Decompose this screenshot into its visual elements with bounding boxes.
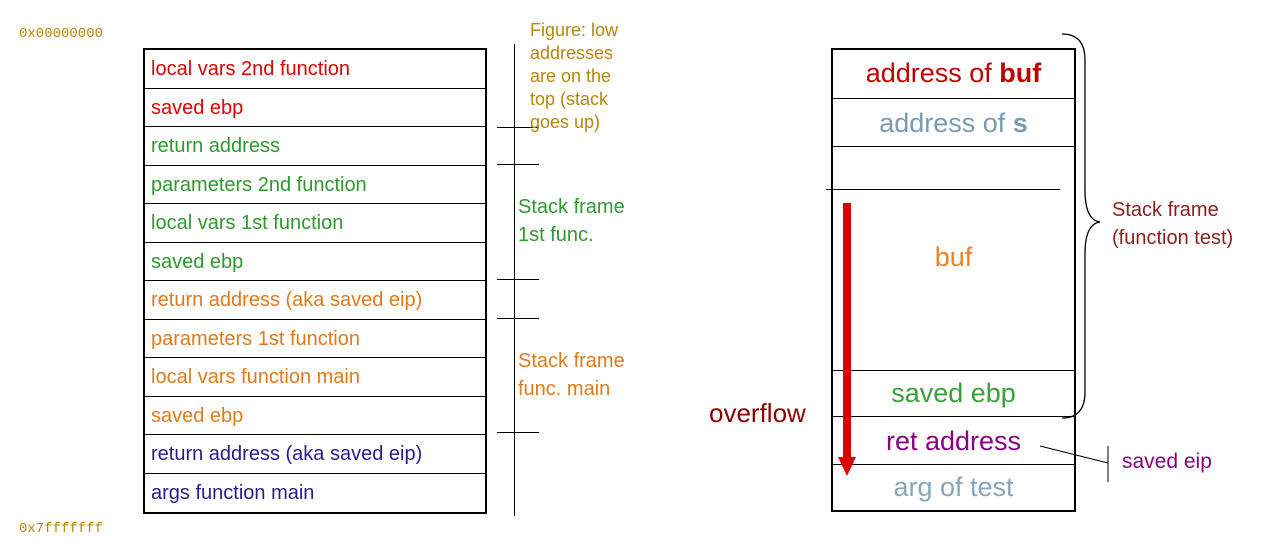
cell-divider: [833, 416, 1074, 417]
frame-tick: [497, 279, 539, 280]
test-frame-brace: [1061, 33, 1101, 419]
stack-row-return-address-main: return address (aka saved eip): [145, 435, 485, 474]
figure-note: Figure: low addresses are on the top (st…: [530, 20, 619, 132]
stack-cell-arg-of-test: arg of test: [893, 472, 1014, 502]
cell-divider: [833, 98, 1074, 99]
stack-row-saved-ebp-main: saved ebp: [145, 397, 485, 435]
overflow-arrow: [838, 203, 856, 476]
test-frame-label: Stack frame (function test): [1112, 199, 1234, 249]
stack-row-saved-ebp-2nd: saved ebp: [145, 89, 485, 127]
stack-cell-saved-ebp: saved ebp: [891, 378, 1016, 408]
stack-row-local-vars-2nd: local vars 2nd function: [145, 50, 485, 89]
stack-row-return-address-2nd: return address: [145, 127, 485, 166]
stack-cell-address-of-buf: address of buf: [865, 58, 1042, 88]
stack-cell-buf: buf: [934, 242, 973, 272]
stack-row-args-main: args function main: [151, 481, 315, 504]
frame-label-main: Stack frame func. main: [518, 350, 625, 400]
buf-top-boundary: [826, 189, 1060, 190]
frame-label-1st-func: Stack frame 1st func.: [518, 196, 625, 246]
frame-tick: [497, 127, 539, 128]
low-address-label: 0x00000000: [19, 26, 104, 42]
stack-row-local-vars-main: local vars function main: [145, 358, 485, 397]
saved-eip-label: saved eip: [1122, 450, 1212, 473]
cell-divider: [833, 146, 1074, 147]
frame-bracket-line: [514, 44, 515, 516]
cell-divider: [833, 370, 1074, 371]
stack-row-parameters-1st: parameters 1st function: [145, 320, 485, 358]
overflow-label: overflow: [709, 398, 806, 428]
frame-tick: [497, 164, 539, 165]
stack-row-return-address-1st: return address (aka saved eip): [145, 281, 485, 320]
cell-divider: [833, 464, 1074, 465]
high-address-label: 0x7fffffff: [19, 521, 104, 537]
frame-tick: [497, 432, 539, 433]
stack-cell-ret-address: ret address: [885, 426, 1022, 456]
left-stack-diagram: local vars 2nd function saved ebp return…: [143, 48, 487, 514]
stack-cell-address-of-s: address of s: [879, 108, 1028, 138]
stack-row-local-vars-1st: local vars 1st function: [145, 204, 485, 243]
right-stack-diagram: address of buf address of s buf saved eb…: [831, 48, 1076, 512]
frame-tick: [497, 318, 539, 319]
stack-row-saved-ebp-1st: saved ebp: [145, 243, 485, 281]
stack-row-parameters-2nd: parameters 2nd function: [145, 166, 485, 204]
